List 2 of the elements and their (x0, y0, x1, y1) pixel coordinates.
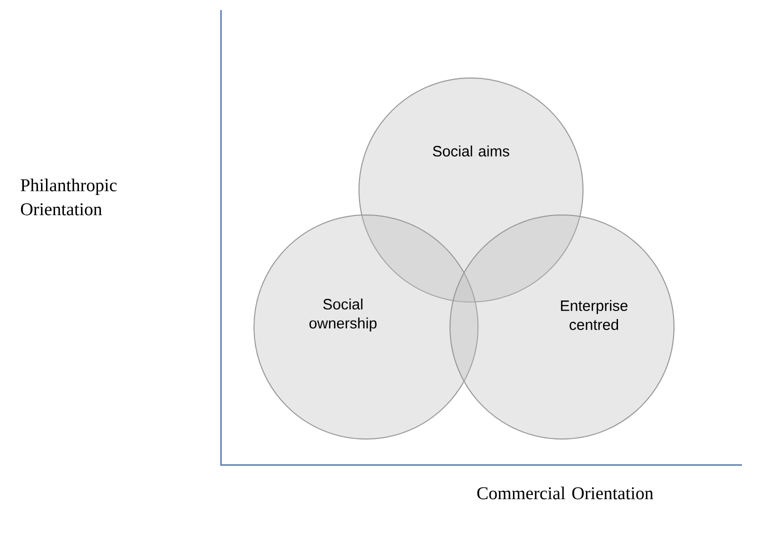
axis-label: Philanthropic Orientation (20, 178, 117, 216)
axis-label: Commercial Orientation (477, 486, 654, 500)
